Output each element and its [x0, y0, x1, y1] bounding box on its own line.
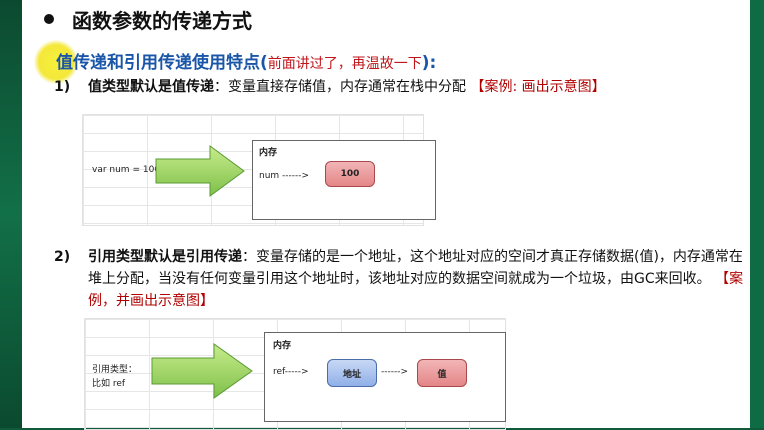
- subtitle-note: 前面讲过了，再温故一下: [267, 56, 422, 72]
- item-text: ：变量直接存储值，内存通常在栈中分配: [214, 79, 466, 95]
- subtitle-end: ):: [421, 53, 437, 73]
- example-label: 比如 ref: [92, 379, 126, 389]
- left-border: [0, 0, 22, 428]
- value-cell: 100: [325, 161, 375, 187]
- right-border: [750, 0, 764, 428]
- green-arrow-icon: [151, 343, 253, 399]
- type-label: 引用类型：: [92, 365, 138, 375]
- value-cell: 值: [417, 359, 467, 387]
- slide-title: 函数参数的传递方式: [72, 8, 252, 33]
- address-arrow: ------>: [381, 367, 409, 377]
- slide: 函数参数的传递方式 值传递和引用传递使用特点(前面讲过了，再温故一下): 1) 值…: [22, 0, 750, 430]
- item-heading: 引用类型默认是引用传递: [88, 249, 242, 265]
- subtitle: 值传递和引用传递使用特点(前面讲过了，再温故一下):: [56, 48, 436, 73]
- pointer-highlight: [34, 40, 78, 84]
- memory-box: 内存 num ------> 100: [252, 140, 436, 220]
- title-row: 函数参数的传递方式: [38, 4, 252, 34]
- var-declaration: var num = 100: [92, 165, 161, 175]
- bullet-icon: [44, 14, 54, 24]
- memory-label: 内存: [273, 341, 292, 351]
- memory-box: 内存 ref-----> 地址 ------> 值: [264, 332, 506, 422]
- green-arrow-icon: [155, 145, 245, 197]
- num-reference: num ------>: [259, 171, 310, 181]
- ref-reference: ref----->: [273, 367, 309, 377]
- item-heading: 值类型默认是值传递: [88, 79, 214, 95]
- item-number: 2): [54, 249, 71, 265]
- memory-label: 内存: [259, 148, 278, 158]
- item-value-type: 1) 值类型默认是值传递：变量直接存储值，内存通常在栈中分配 【案例: 画出示意图…: [54, 76, 606, 96]
- case-note: 【案例，并画出示意图】: [88, 271, 744, 309]
- item-text: ：变量存储的是一个地址，这个地址对应的空间才真正存储数据(值)，内存通常在堆上分…: [88, 249, 743, 287]
- item-number: 1): [54, 79, 71, 95]
- subtitle-main: 值传递和引用传递使用特点(: [56, 53, 268, 73]
- case-note: 【案例: 画出示意图】: [470, 79, 606, 95]
- item-reference-type: 2) 引用类型默认是引用传递：变量存储的是一个地址，这个地址对应的空间才真正存储…: [54, 246, 744, 312]
- address-cell: 地址: [327, 359, 377, 387]
